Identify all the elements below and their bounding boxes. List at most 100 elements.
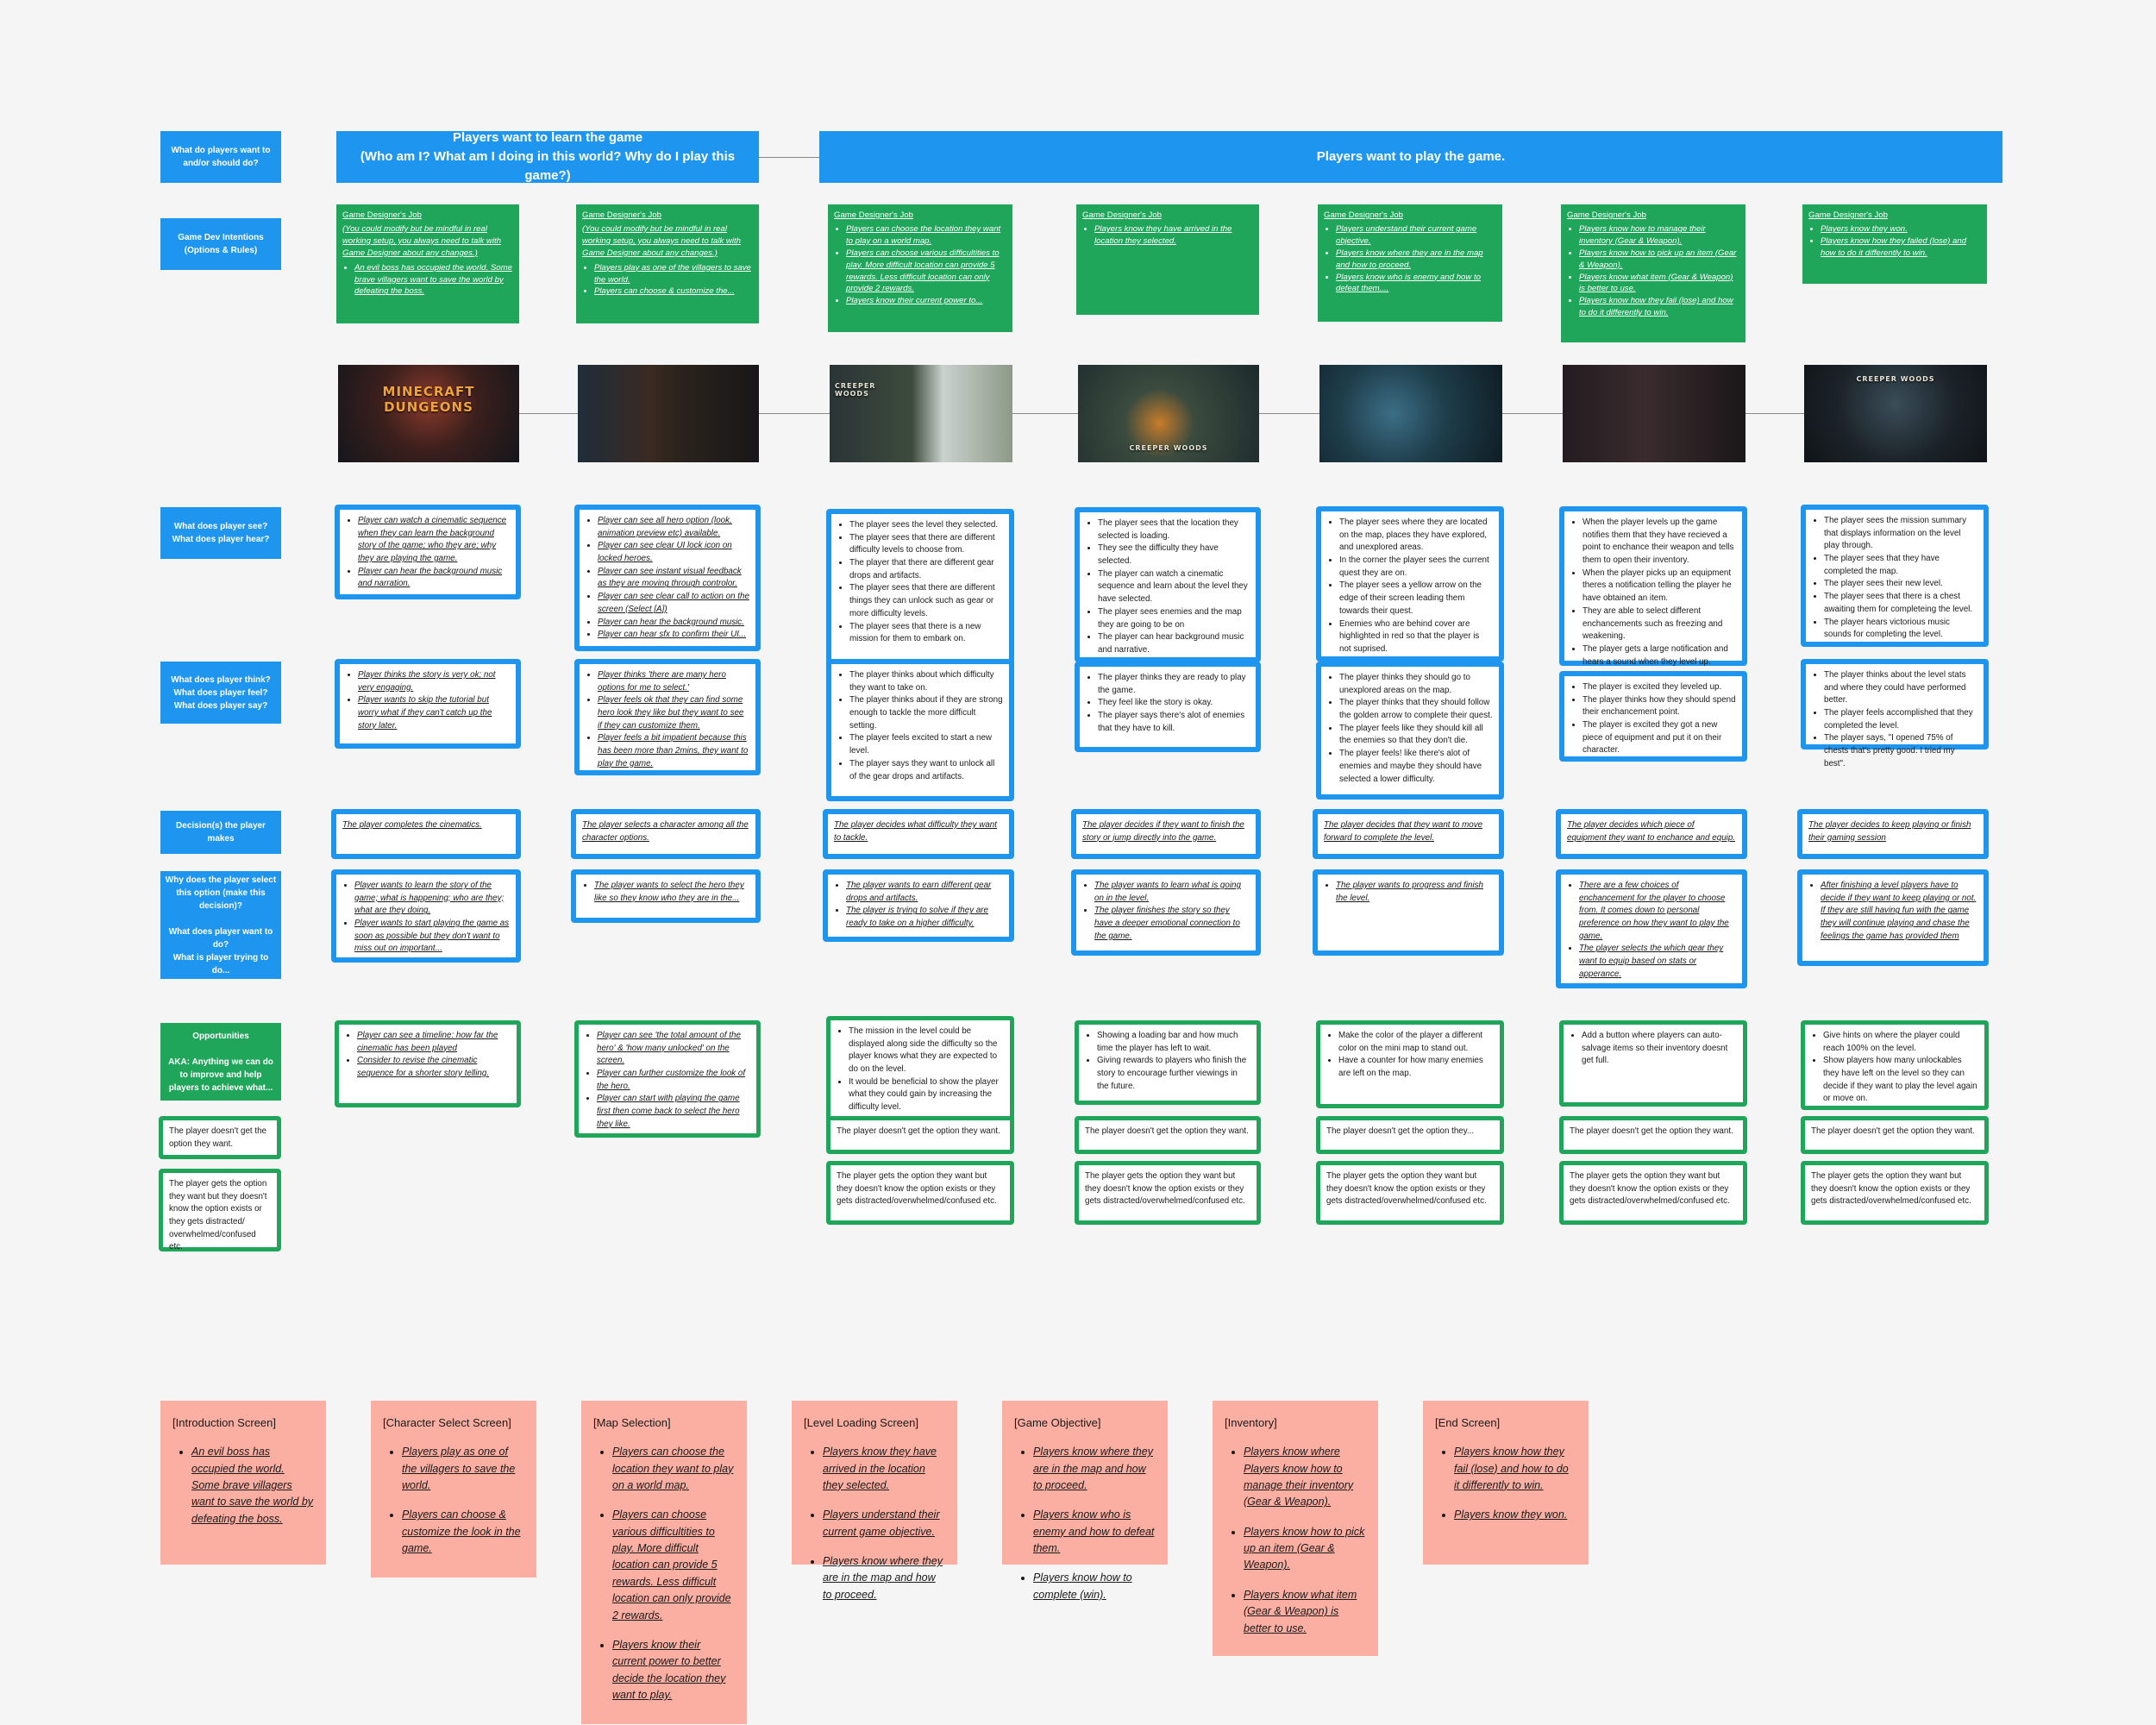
decision-text: The player decides if they want to finis…	[1082, 820, 1244, 843]
decision-text: The player decides to keep playing or fi…	[1808, 820, 1971, 843]
see-hear-item: Player can see instant visual feedback a…	[598, 566, 749, 591]
see-hear-item: When the player levels up the game notif…	[1583, 517, 1736, 568]
gets-option-card: The player gets the option they want but…	[826, 1161, 1014, 1225]
think-feel-item: The player thinks about the level stats …	[1824, 669, 1977, 707]
think-feel-item: The player thinks about which difficulty…	[849, 669, 1003, 694]
screen-card-title: [Inventory]	[1225, 1416, 1277, 1429]
think-feel-item: Player thinks 'there are many hero optio…	[598, 669, 749, 694]
dev-intentions-card: Game Designer's Job (You could modify but…	[576, 204, 759, 323]
why-list: There are a few choices of enchancement …	[1567, 880, 1736, 982]
screen-card-item: Players can choose the location they wan…	[612, 1444, 735, 1494]
screen-card-list: Players know they have arrived in the lo…	[804, 1444, 945, 1603]
see-hear-list: When the player levels up the game notif…	[1570, 517, 1736, 668]
dev-card-list: Players know how to manage their invento…	[1567, 223, 1739, 319]
opportunity-list: Player can see a timeline: how far the c…	[345, 1030, 511, 1081]
think-feel-item: The player is excited they got a new pie…	[1583, 719, 1736, 757]
see-hear-card: The player sees that the location they s…	[1075, 507, 1261, 662]
flow-arrow	[1012, 413, 1078, 414]
not-get-option-card: The player doesn't get the option they w…	[826, 1116, 1014, 1154]
dev-card-item: Players know how they fail (lose) and ho…	[1579, 295, 1739, 319]
dev-intentions-card: Game Designer's JobPlayers can choose th…	[828, 204, 1012, 332]
dev-card-title: Game Designer's Job	[1567, 210, 1646, 220]
opportunity-item: Make the color of the player a different…	[1338, 1030, 1494, 1055]
screen-summary-card: [Introduction Screen] An evil boss has oc…	[160, 1401, 326, 1565]
screen-summary-card: [Character Select Screen]Players play as…	[371, 1401, 536, 1578]
screenshot-title-text: MINECRAFT DUNGEONS	[382, 384, 475, 415]
see-hear-item: The player can hear background music and…	[1098, 631, 1250, 656]
dev-card-list: Players can choose the location they wan…	[834, 223, 1006, 307]
not-get-option-card: The player doesn't get the option they w…	[1801, 1116, 1989, 1154]
screen-card-title: [Character Select Screen]	[383, 1416, 511, 1429]
see-hear-card: Player can watch a cinematic sequence wh…	[335, 505, 521, 599]
opportunity-item: Give hints on where the player could rea…	[1823, 1030, 1978, 1055]
opportunity-item: Consider to revise the cinematic sequenc…	[357, 1055, 511, 1080]
think-feel-item: Player feels ok that they can find some …	[598, 694, 749, 732]
dev-intentions-card: Game Designer's JobPlayers know how to m…	[1561, 204, 1745, 342]
decision-text: The player decides what difficulty they …	[834, 820, 997, 843]
think-feel-item: The player feels like they should kill a…	[1339, 723, 1493, 748]
dev-card-title: Game Designer's Job	[342, 210, 422, 220]
think-feel-card: The player is excited they leveled up.Th…	[1559, 671, 1747, 762]
see-hear-item: The player sees that there is a new miss…	[849, 621, 1003, 646]
screen-card-list: Players know where Players know how to m…	[1225, 1444, 1366, 1637]
why-list: The player wants to progress and finish …	[1324, 880, 1493, 905]
think-feel-item: The player thinks that they should follo…	[1339, 697, 1493, 722]
think-feel-card: Player thinks 'there are many hero optio…	[574, 659, 761, 775]
see-hear-item: Enemies who are behind cover are highlig…	[1339, 618, 1493, 656]
screen-card-list: Players know where they are in the map a…	[1014, 1444, 1156, 1603]
dev-card-item: Players play as one of the villagers to …	[594, 262, 753, 286]
see-hear-item: The player sees the level they selected.	[849, 519, 1003, 532]
dev-card-item: Players know how to pick up an item (Gea…	[1579, 248, 1739, 272]
dev-card-item: Players know their current power to...	[846, 295, 1006, 307]
see-hear-item: Player can hear the background music.	[598, 617, 749, 630]
dev-card-item: Players can choose the location they wan…	[846, 223, 1006, 248]
opportunities-card: Make the color of the player a different…	[1316, 1020, 1504, 1108]
decision-text: The player selects a character among all…	[582, 820, 749, 843]
row-label-see: What does player see? What does player h…	[160, 507, 281, 559]
think-feel-card: The player thinks about the level stats …	[1801, 659, 1989, 768]
screen-card-item: Players can choose various difficultitie…	[612, 1507, 735, 1624]
screenshot-title-text: CREEPER WOODS	[1129, 444, 1208, 452]
dev-card-note: (You could modify but be mindful in real…	[582, 223, 741, 258]
opportunity-item: Player can further customize the look of…	[597, 1068, 750, 1093]
screen-card-item: Players know where Players know how to m…	[1244, 1444, 1366, 1511]
banner-connector	[759, 157, 819, 158]
see-hear-item: The player can watch a cinematic sequenc…	[1098, 568, 1250, 606]
decision-card: The player completes the cinematics.	[331, 809, 521, 859]
think-feel-item: The player says, "I opened 75% of chests…	[1824, 732, 1977, 770]
think-feel-card: Player thinks the story is very ok; not …	[335, 659, 521, 749]
screen-card-list: An evil boss has occupied the world. Som…	[172, 1444, 314, 1527]
dev-card-title: Game Designer's Job	[582, 210, 661, 220]
see-hear-item: The player sees that the location they s…	[1098, 518, 1250, 543]
flow-arrow	[1259, 413, 1319, 414]
dev-card-item: Players know what item (Gear & Weapon) i…	[1579, 272, 1739, 296]
see-hear-item: The player sees enemies and the map they…	[1098, 606, 1250, 631]
decision-text: The player decides which piece of equipm…	[1567, 820, 1735, 843]
opportunity-item: Add a button where players can auto-salv…	[1582, 1030, 1737, 1068]
screen-summary-card: [Game Objective]Players know where they …	[1002, 1401, 1168, 1601]
row-label-not-get: The player doesn't get the option they w…	[159, 1116, 281, 1159]
see-hear-card: Player can see all hero option (look, an…	[574, 505, 761, 651]
think-feel-list: The player thinks about the level stats …	[1812, 669, 1977, 771]
decision-card: The player decides if they want to finis…	[1071, 809, 1261, 859]
see-hear-card: The player sees the mission summary that…	[1801, 505, 1989, 647]
dev-card-list: Players understand their current game ob…	[1324, 223, 1496, 295]
see-hear-item: The player sees that there is a chest aw…	[1824, 591, 1977, 616]
screen-card-item: Players know how they fail (lose) and ho…	[1454, 1444, 1576, 1494]
flow-arrow	[519, 413, 578, 414]
flow-arrow	[1502, 413, 1563, 414]
see-hear-item: The player sees their new level.	[1824, 578, 1977, 591]
see-hear-item: The player sees that there are different…	[849, 532, 1003, 557]
see-hear-card: The player sees where they are located o…	[1316, 506, 1504, 662]
dev-card-item: Players understand their current game ob…	[1336, 223, 1496, 248]
screen-card-title: [Introduction Screen]	[172, 1416, 276, 1429]
why-item: The player wants to select the hero they…	[594, 880, 749, 905]
dev-card-item: Players know how to manage their invento…	[1579, 223, 1739, 248]
think-feel-item: The player says they want to unlock all …	[849, 758, 1003, 783]
opportunity-item: Player can start with playing the game f…	[597, 1093, 750, 1131]
dev-card-title: Game Designer's Job	[1808, 210, 1888, 220]
dev-intentions-card: Game Designer's Job(You could modify but…	[336, 204, 519, 323]
decision-text: The player decides that they want to mov…	[1324, 820, 1483, 843]
opportunity-list: Give hints on where the player could rea…	[1811, 1030, 1978, 1106]
think-feel-item: Player wants to skip the tutorial but wo…	[358, 694, 510, 732]
